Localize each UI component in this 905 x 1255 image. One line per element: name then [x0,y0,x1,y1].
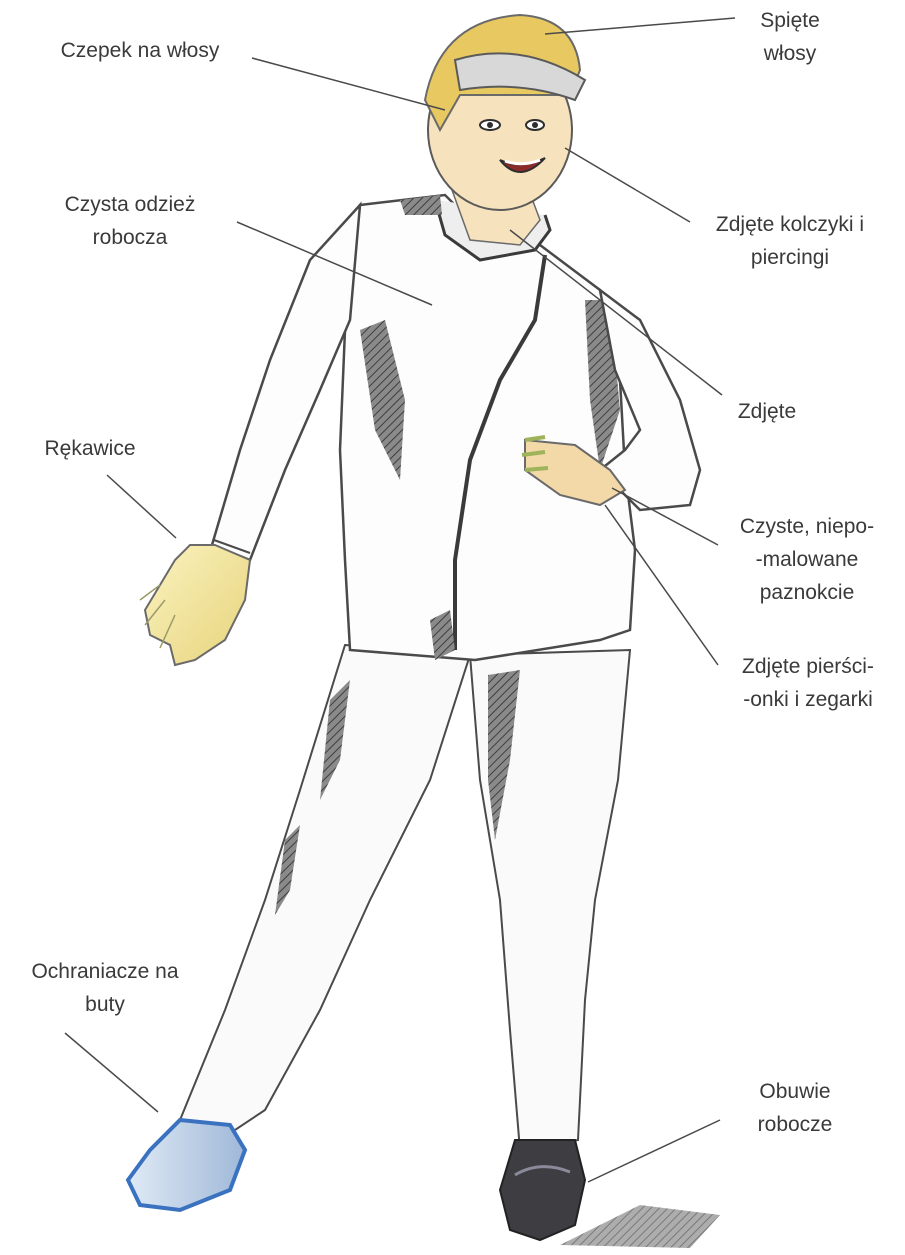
label-shoe-covers-line1: Ochraniacze na [10,955,200,988]
jacket [340,195,635,660]
label-gloves: Rękawice [25,432,155,465]
label-shoe-covers-line2: buty [10,988,200,1021]
label-work-shoes-line1: Obuwie [740,1075,850,1108]
label-work-shoes: Obuwie robocze [740,1075,850,1141]
label-hair-tied-line2: włosy [735,37,845,70]
left-sleeve [212,205,360,560]
label-hair-tied-line1: Spięte [735,4,845,37]
floor-shadow [560,1205,720,1248]
label-nails-line1: Czyste, niepo- [722,510,892,543]
label-hairnet: Czepek na włosy [40,34,240,67]
label-hair-tied: Spięte włosy [735,4,845,70]
label-removed: Zdjęte [722,395,812,428]
label-earrings-line1: Zdjęte kolczyki i [690,208,890,241]
glove [140,545,250,665]
label-hairnet-line1: Czepek na włosy [40,34,240,67]
label-rings-line2: -onki i zegarki [718,683,898,716]
label-gloves-line1: Rękawice [25,432,155,465]
label-nails: Czyste, niepo- -malowane paznokcie [722,510,892,609]
label-earrings-line2: piercingi [690,241,890,274]
label-removed-line1: Zdjęte [722,395,812,428]
label-rings: Zdjęte pierści- -onki i zegarki [718,650,898,716]
trousers [180,645,630,1150]
label-earrings: Zdjęte kolczyki i piercingi [690,208,890,274]
label-workwear-line2: robocza [40,221,220,254]
label-workwear-line1: Czysta odzież [40,188,220,221]
label-nails-line2: -malowane [722,543,892,576]
label-nails-line3: paznokcie [722,576,892,609]
label-workwear: Czysta odzież robocza [40,188,220,254]
work-shoe [500,1140,585,1240]
label-shoe-covers: Ochraniacze na buty [10,955,200,1021]
shoe-cover [128,1120,245,1210]
label-work-shoes-line2: robocze [740,1108,850,1141]
label-rings-line1: Zdjęte pierści- [718,650,898,683]
